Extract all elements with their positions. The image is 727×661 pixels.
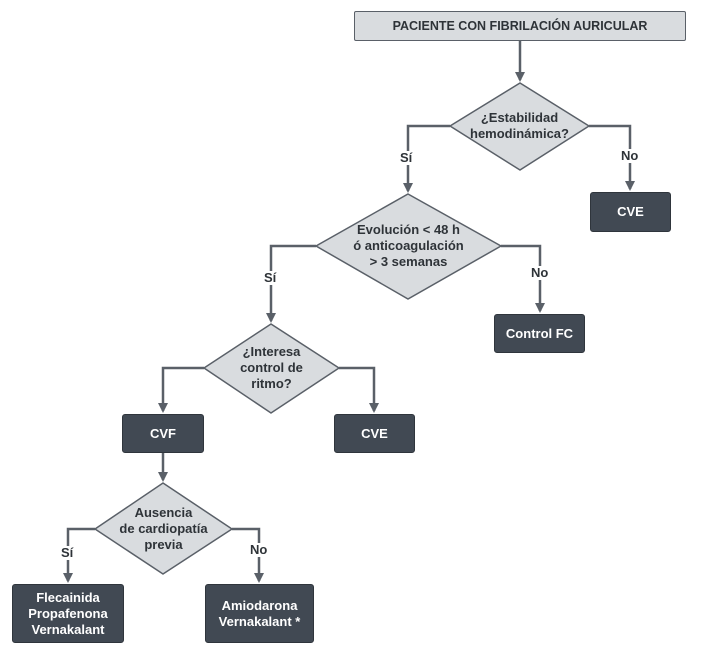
edge-d1-no bbox=[589, 124, 635, 191]
decision-3-text: ¿Interesa control de ritmo? bbox=[240, 344, 303, 391]
decision-1-text: ¿Estabilidad hemodinámica? bbox=[470, 110, 569, 141]
edge-d4-no bbox=[232, 527, 264, 583]
outcome-control-fc: Control FC bbox=[494, 314, 585, 353]
edge-d3-yes bbox=[158, 366, 204, 413]
edge-d4-yes bbox=[63, 527, 95, 583]
label-no-d1: No bbox=[620, 148, 640, 163]
decision-2-text: Evolución < 48 h ó anticoagulación > 3 s… bbox=[353, 222, 464, 269]
outcome-cve-mid: CVE bbox=[334, 414, 415, 453]
label-yes-d2: Sí bbox=[263, 270, 278, 285]
label-yes-d4: Sí bbox=[60, 545, 75, 560]
outcome-cve-top: CVE bbox=[590, 192, 671, 232]
label-yes-d1: Sí bbox=[399, 150, 414, 165]
decision-diamond-4 bbox=[93, 482, 234, 575]
decision-4-text: Ausencia de cardiopatía previa bbox=[119, 505, 208, 552]
outcome-drugs-left: Flecainida Propafenona Vernakalant bbox=[12, 584, 124, 643]
edge-d2-yes bbox=[266, 244, 316, 323]
label-no-d4: No bbox=[249, 542, 269, 557]
decision-diamond-3 bbox=[202, 323, 341, 414]
edge-d1-yes bbox=[403, 124, 450, 193]
outcome-cvf: CVF bbox=[122, 414, 204, 453]
edge-d3-no bbox=[339, 366, 379, 413]
label-no-d2: No bbox=[530, 265, 550, 280]
start-node: PACIENTE CON FIBRILACIÓN AURICULAR bbox=[354, 11, 686, 41]
outcome-drugs-right: Amiodarona Vernakalant * bbox=[205, 584, 314, 643]
decision-diamond-1 bbox=[448, 82, 591, 171]
decision-diamond-2 bbox=[314, 193, 503, 300]
edge-d2-no bbox=[501, 244, 545, 313]
